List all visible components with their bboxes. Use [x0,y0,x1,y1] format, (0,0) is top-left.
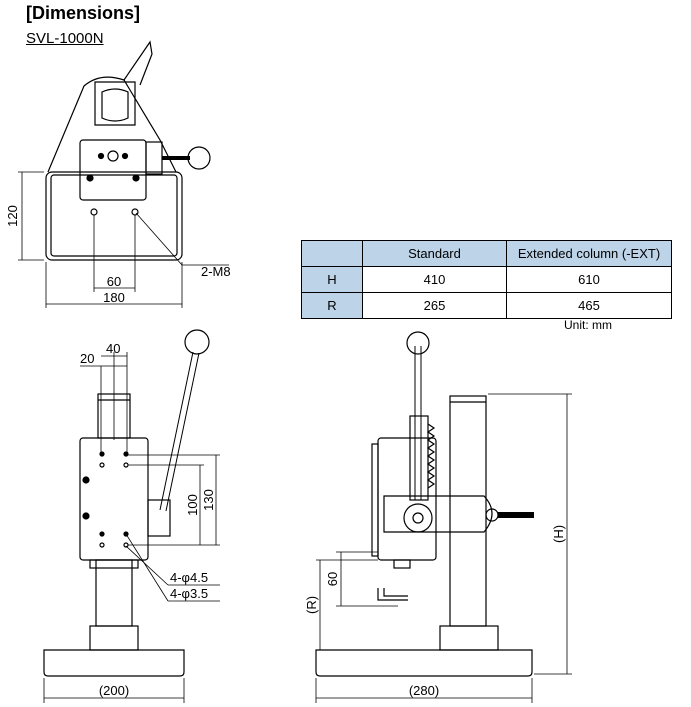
top-view-column-clamp [94,81,136,126]
spec-row-label: R [301,292,363,319]
spec-header-blank [301,240,363,267]
dim-side-60: 60 [325,572,340,586]
side-view-handle-knob [406,331,430,355]
front-view-column [95,559,133,627]
dim-top-width: 180 [103,290,125,305]
dim-side-H: (H) [551,525,566,543]
dim-side-base: (280) [409,683,439,698]
top-view-frame-arm [47,76,177,173]
spec-row-label: H [301,266,363,293]
side-view [315,331,572,703]
dim-front-hole-45: 4-φ4.5 [170,570,208,585]
dim-top-holes-note: 2-M8 [201,264,231,279]
top-view [18,40,229,308]
top-view-handle-knob [187,146,211,170]
side-view-rack [409,415,429,501]
dim-front-130: 130 [201,489,216,511]
dim-front-hole-35: 4-φ3.5 [170,586,208,601]
side-view-column [449,395,487,627]
spec-table-row: R 265 465 [301,292,672,319]
dim-top-hole-pitch: 60 [107,274,121,289]
spec-row-standard: 410 [362,266,507,293]
spec-row-extended: 610 [506,266,672,293]
spec-row-standard: 265 [362,292,507,319]
front-view-base [43,649,185,677]
model-name: SVL-1000N [26,30,104,47]
side-view-base [315,649,533,677]
front-view-head [79,437,149,561]
unit-note: Unit: mm [564,318,612,332]
side-view-head [377,437,437,561]
side-view-arm [383,495,493,533]
dim-top-height: 120 [5,205,20,227]
dim-front-100: 100 [185,494,200,516]
section-heading: [Dimensions] [26,3,141,23]
dim-front-base: (200) [99,683,129,698]
spec-table-header: Standard Extended column (-EXT) [301,240,672,267]
spec-table: Standard Extended column (-EXT) H 410 61… [301,240,672,319]
dim-side-R: (R) [304,596,319,614]
spec-header-standard: Standard [362,240,507,267]
spec-table-row: H 410 610 [301,266,672,293]
top-view-base-plate [45,171,183,261]
front-view [43,329,220,703]
front-view-handle-knob [184,329,210,355]
dim-front-20: 20 [80,351,94,366]
spec-header-extended: Extended column (-EXT) [506,240,672,267]
top-view-head [79,139,147,201]
top-view-mount-hole [90,208,98,216]
dim-front-40: 40 [106,341,120,356]
spec-row-extended: 465 [506,292,672,319]
